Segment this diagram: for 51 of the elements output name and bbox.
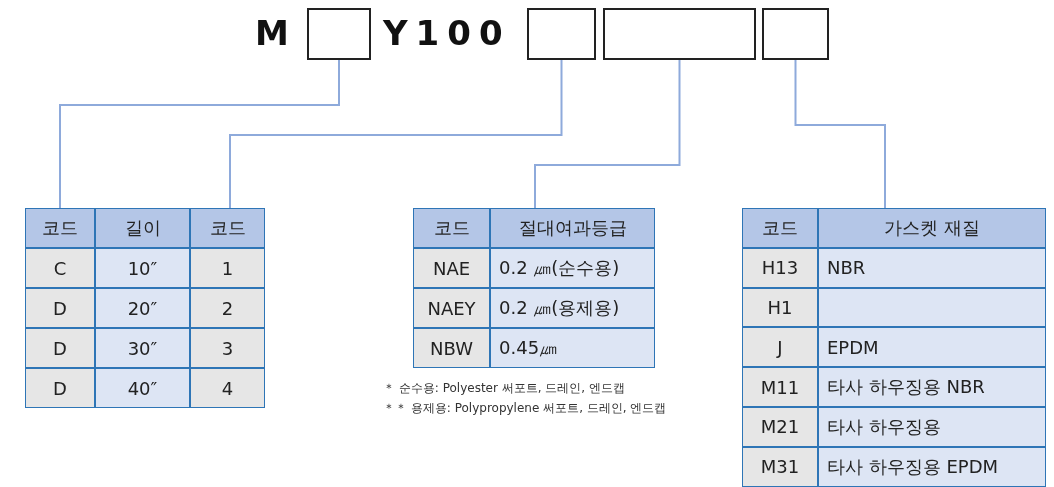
footnote: ＊ 순수용: Polyester 써포트, 드레인, 엔드캡 [383, 380, 626, 397]
header-cell: 가스켓 재질 [818, 208, 1046, 248]
table-cell: J [742, 327, 818, 368]
header-cell: 길이 [95, 208, 190, 248]
connector-line [59, 59, 340, 209]
table-cell: 3 [190, 328, 265, 368]
header-cell: 코드 [190, 208, 265, 248]
table-cell: NAEY [413, 288, 490, 328]
table-cell: M31 [742, 446, 818, 487]
table-cell: 타사 하우징용 [818, 407, 1046, 447]
header-cell: 코드 [413, 208, 490, 248]
table-cell: 30″ [95, 328, 190, 368]
connector-line [229, 59, 563, 209]
table-cell: C [25, 248, 95, 288]
code-table [413, 208, 655, 368]
code-box [527, 8, 596, 60]
table-cell: 타사 하우징용 NBR [818, 367, 1046, 407]
connector-line [534, 59, 681, 209]
code-table [742, 208, 1046, 487]
table-cell: EPDM [818, 327, 1046, 368]
header-cell: 코드 [25, 208, 95, 248]
table-cell: D [25, 288, 95, 328]
table-cell: 4 [190, 368, 265, 408]
table-cell: 20″ [95, 288, 190, 328]
code-box [307, 8, 371, 60]
table-cell: D [25, 328, 95, 368]
table-cell: H1 [742, 287, 818, 328]
table-cell: 0.2 ㎛(용제용) [490, 288, 655, 328]
code-box [603, 8, 756, 60]
table-cell: 0.45㎛ [490, 328, 655, 368]
header-cell: 코드 [742, 208, 818, 248]
table-cell: NBW [413, 328, 490, 368]
table-cell: NAE [413, 248, 490, 288]
connector-line [794, 59, 886, 209]
table-cell: H13 [742, 247, 818, 288]
code-box [762, 8, 829, 60]
footnote: ＊＊ 용제용: Polypropylene 써포트, 드레인, 엔드캡 [383, 400, 668, 417]
table-cell: M11 [742, 367, 818, 407]
table-cell: 40″ [95, 368, 190, 408]
header-cell: 절대여과등급 [490, 208, 655, 248]
table-cell: M21 [742, 407, 818, 447]
table-cell: D [25, 368, 95, 408]
code-letter: M [255, 13, 297, 53]
table-cell: NBR [818, 247, 1046, 288]
code-text: Y100 [383, 13, 511, 53]
table-cell: 1 [190, 248, 265, 288]
table-cell: 2 [190, 288, 265, 328]
table-cell: 0.2 ㎛(순수용) [490, 248, 655, 288]
table-cell: 10″ [95, 248, 190, 288]
table-cell: 타사 하우징용 EPDM [818, 446, 1046, 487]
code-table [25, 208, 265, 408]
